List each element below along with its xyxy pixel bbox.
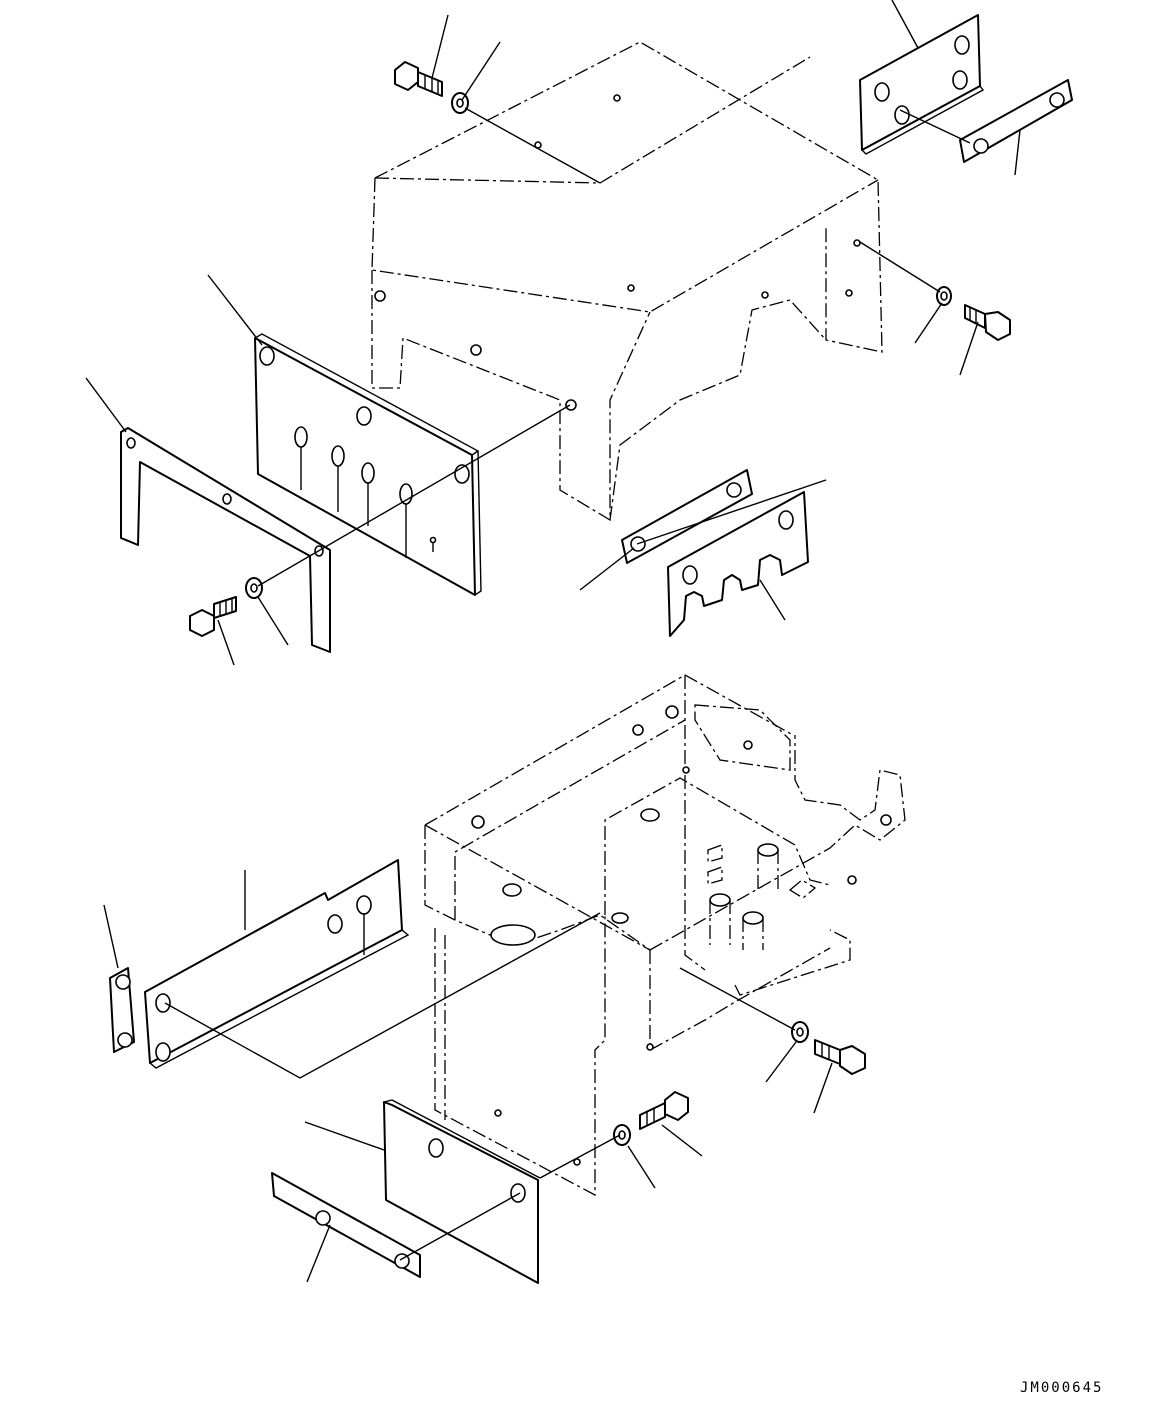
lower-center-washer — [613, 1124, 631, 1146]
lower-left-nut-strip — [109, 967, 135, 1053]
drawing-number: JM000645 — [1020, 1380, 1104, 1396]
lower-box-phantom — [424, 674, 906, 1197]
right-bolt — [964, 304, 1011, 341]
lower-right-bolt — [814, 1039, 866, 1075]
left-bolt — [189, 596, 237, 637]
center-nut-strip — [621, 469, 753, 564]
upper-cover-phantom — [371, 41, 883, 522]
alignment-lines — [164, 107, 971, 1261]
left-control-plate — [254, 333, 482, 596]
right-washer — [936, 286, 952, 306]
top-bolt — [394, 61, 443, 97]
center-notched-plate — [667, 491, 809, 637]
lower-left-stepped-plate — [144, 859, 410, 1069]
lower-front-plate — [383, 1099, 541, 1284]
left-washer — [245, 577, 263, 599]
lower-front-nut-strip — [271, 1172, 421, 1278]
leader-lines — [85, 0, 1021, 1283]
lower-right-washer — [791, 1021, 809, 1043]
top-washer — [451, 92, 469, 114]
left-u-frame — [120, 427, 331, 653]
lower-center-bolt — [639, 1091, 689, 1130]
top-right-nut-strip — [959, 79, 1073, 163]
top-right-cover-plate — [859, 14, 985, 155]
